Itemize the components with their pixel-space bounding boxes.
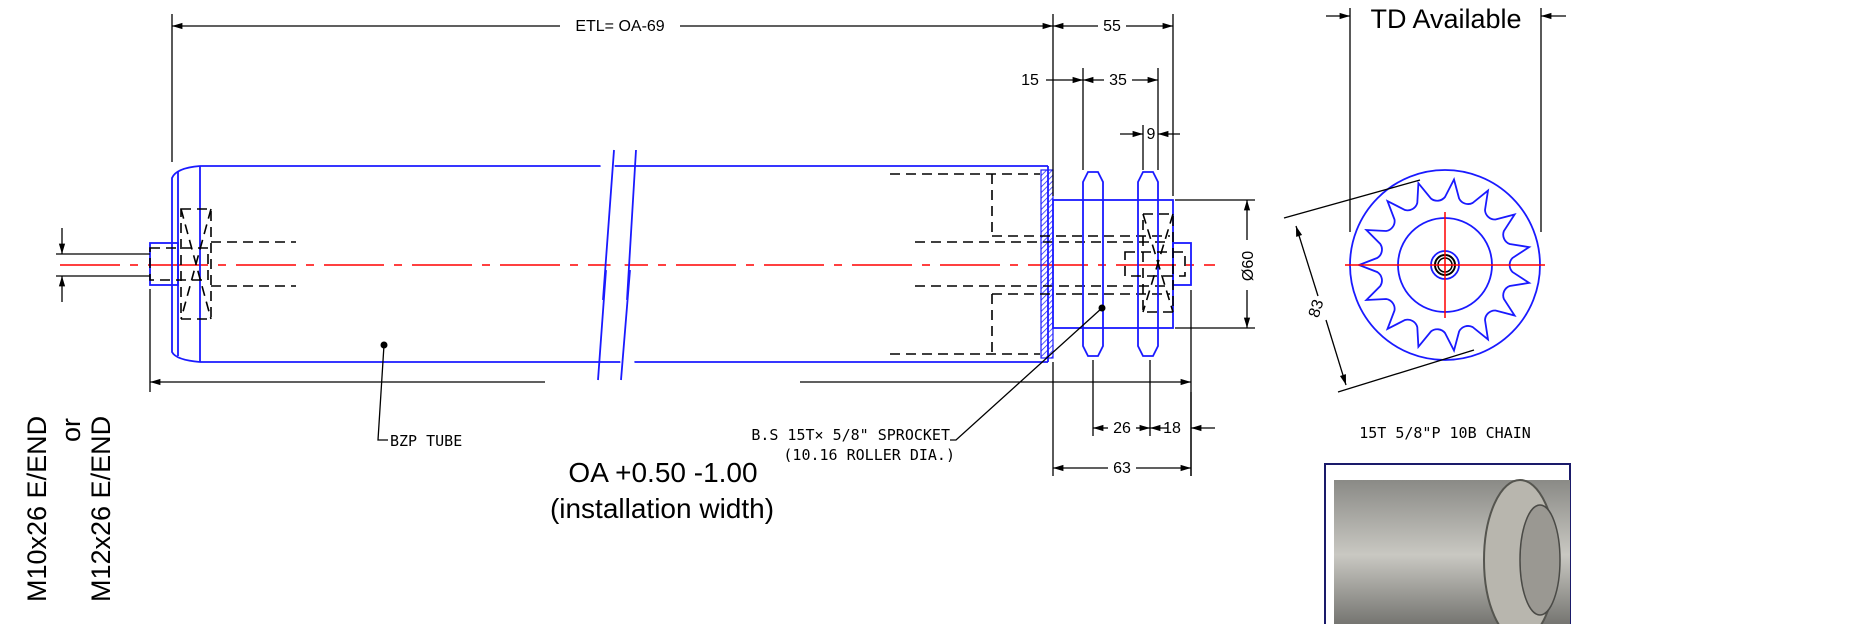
dim-dia60: Ø60: [1175, 199, 1257, 329]
oa-tolerance-label: OA +0.50 -1.00: [568, 457, 757, 488]
right-end-internals: [890, 173, 1170, 355]
dim-9: 9: [1120, 125, 1180, 170]
dim-dia60-label: Ø60: [1240, 251, 1257, 281]
dim-55: 55: [1053, 14, 1174, 196]
bzp-tube-callout: BZP TUBE: [377, 341, 462, 450]
dim-15-label: 15: [1021, 72, 1039, 89]
dim-etl-label: ETL= OA-69: [575, 18, 664, 35]
sprocket-end-view: [1345, 169, 1545, 361]
dim-83: 83: [1283, 179, 1475, 393]
end-spec-m12: M12x26 E/END: [86, 416, 116, 602]
dim-oa: OA +0.50 -1.00 (installation width): [149, 289, 1192, 524]
dim-15-35: 15 35: [1021, 68, 1159, 170]
bzp-tube-label: BZP TUBE: [390, 432, 462, 450]
sprocket-assembly: [1052, 171, 1192, 357]
dim-55-label: 55: [1103, 18, 1121, 35]
dim-etl: ETL= OA-69: [171, 14, 1054, 196]
dim-td-available: TD Available: [1326, 4, 1566, 232]
end-spec-m10: M10x26 E/END: [22, 416, 52, 602]
dim-26-label: 26: [1113, 420, 1131, 437]
tube-break-lines: [597, 149, 637, 381]
sprocket-callout: B.S 15T× 5/8" SPROCKET (10.16 ROLLER DIA…: [751, 304, 1106, 464]
left-end-spindle: [149, 208, 296, 320]
chain-spec-label: 15T 5/8"P 10B CHAIN: [1359, 424, 1531, 442]
dim-spindle-height: [56, 228, 150, 302]
oa-installation-label: (installation width): [550, 493, 774, 524]
dim-83-label: 83: [1306, 298, 1327, 320]
sprocket-teeth: [1356, 177, 1532, 353]
dim-18-label: 18: [1163, 420, 1181, 437]
sprocket-spec-label: B.S 15T× 5/8" SPROCKET: [751, 426, 950, 444]
end-spec-or: or: [56, 418, 86, 442]
roller-photo-thumbnail: [1324, 463, 1571, 624]
dim-35-label: 35: [1109, 72, 1127, 89]
td-available-label: TD Available: [1370, 4, 1521, 34]
end-spec: M10x26 E/END or M12x26 E/END: [22, 416, 116, 602]
sprocket-roller-dia-label: (10.16 ROLLER DIA.): [783, 446, 955, 464]
dim-9-label: 9: [1147, 126, 1156, 143]
dim-63-label: 63: [1113, 460, 1131, 477]
